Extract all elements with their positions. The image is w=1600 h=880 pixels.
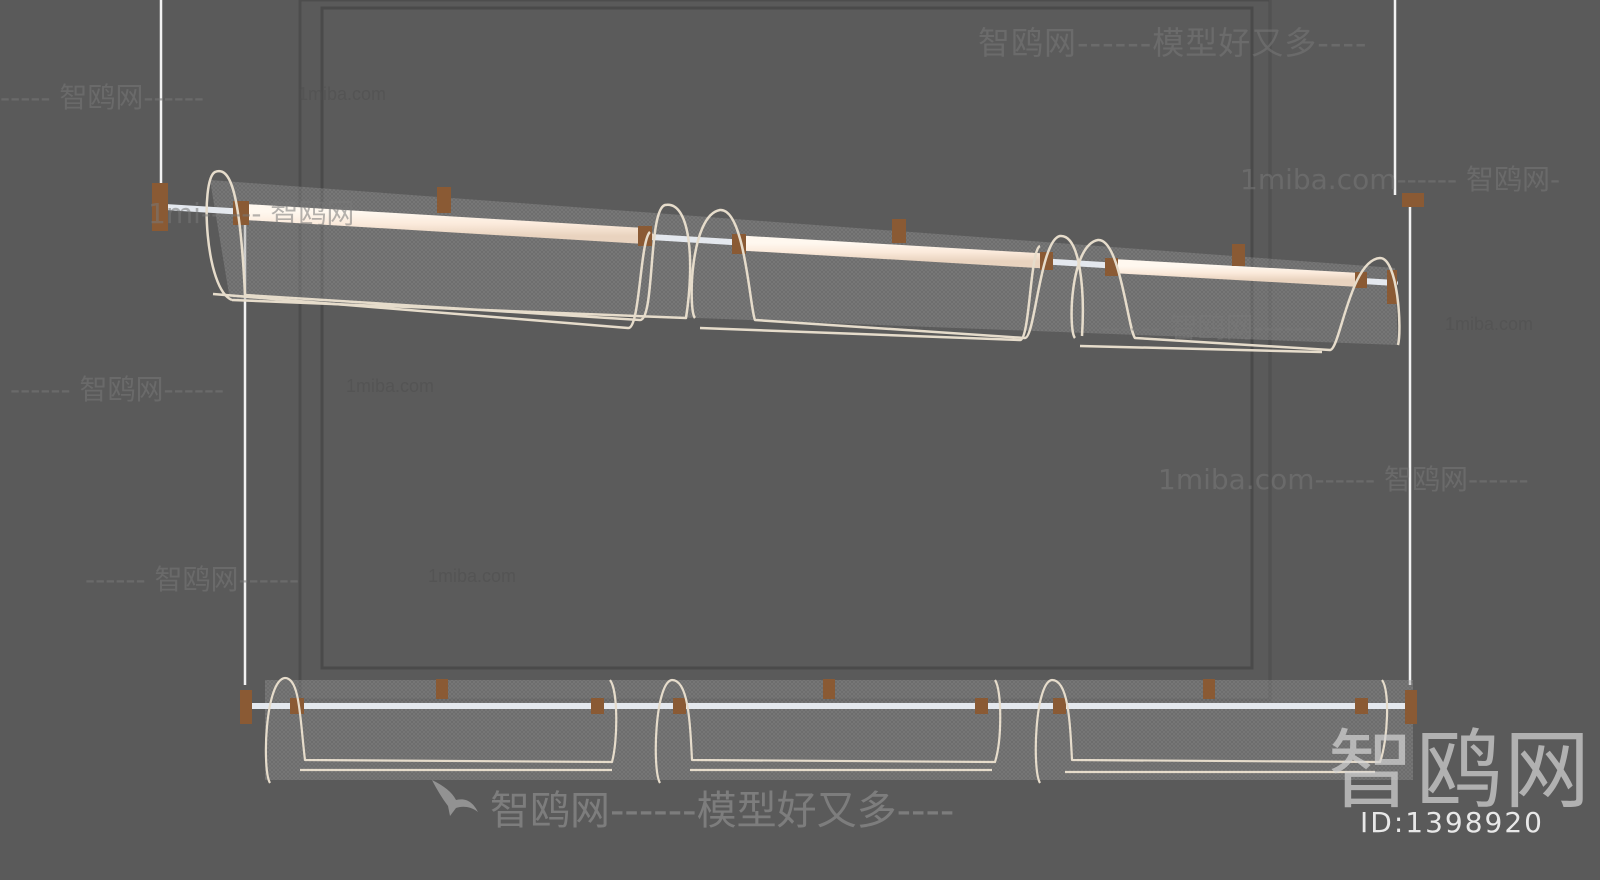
watermark-tile: 1mi------ 智鸥网 bbox=[148, 197, 355, 230]
watermark-tile: ------ 智鸥网------ bbox=[10, 373, 225, 406]
watermark-tile: ------ 智鸥网------ bbox=[85, 563, 300, 596]
watermark-tile: 1miba.com------ 智鸥网- bbox=[1240, 163, 1561, 196]
lower-light-rail bbox=[240, 676, 1417, 784]
upper-light-rail bbox=[152, 169, 1424, 354]
watermark-domain: 1miba.com bbox=[298, 84, 387, 104]
watermark-tile: ----- 智鸥网------ bbox=[0, 81, 205, 114]
watermark-tile: ------ 智鸥网------ bbox=[1100, 311, 1315, 344]
watermark-domain: 1miba.com bbox=[428, 566, 517, 586]
watermark-tile: 1miba.com------ 智鸥网------ bbox=[1158, 463, 1529, 496]
wall-panel bbox=[298, 0, 1272, 702]
watermark-domain: 1miba.com bbox=[1445, 314, 1534, 334]
bird-logo-icon bbox=[432, 780, 478, 816]
watermark-domain: 1miba.com bbox=[346, 376, 435, 396]
watermark-logo: 智鸥网 bbox=[1328, 721, 1592, 821]
watermark-banner-top: 智鸥网------模型好又多---- bbox=[978, 24, 1368, 62]
model-id-label: ID:1398920 bbox=[1360, 806, 1544, 839]
watermark-banner-bottom: 智鸥网------模型好又多---- bbox=[490, 788, 955, 834]
